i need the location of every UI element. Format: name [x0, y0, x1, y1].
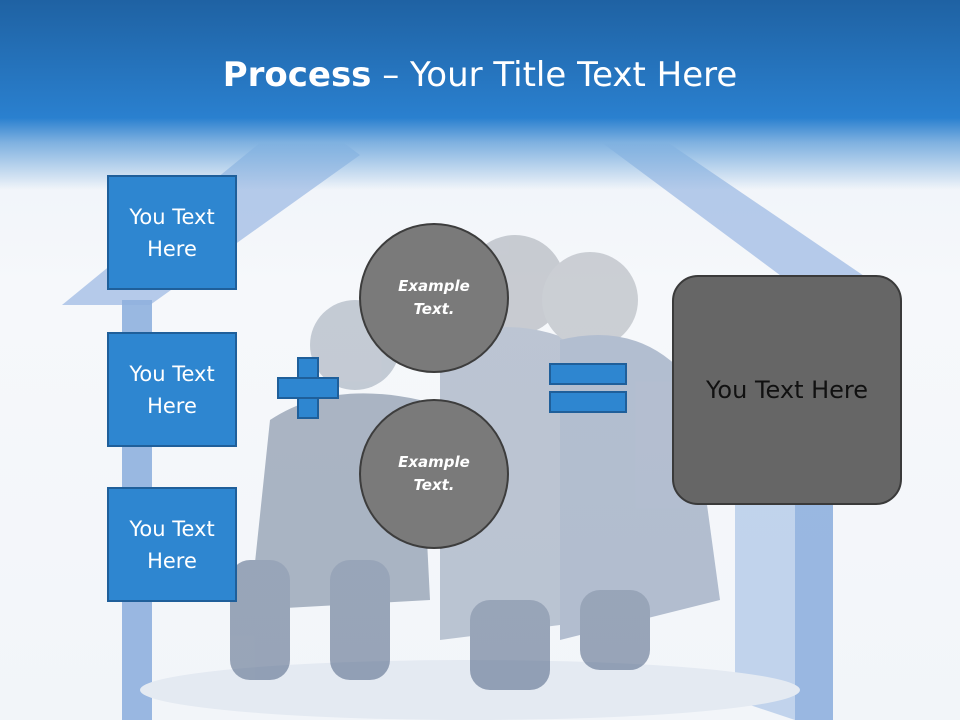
text-box-2: You Text Here — [107, 332, 237, 447]
equals-icon-top-bar — [549, 363, 627, 385]
equals-icon-bottom-bar — [549, 391, 627, 413]
header-band — [0, 0, 960, 190]
plus-icon — [277, 357, 339, 419]
floor-shadow — [140, 660, 800, 720]
text-box-1: You Text Here — [107, 175, 237, 290]
title-bold: Process — [222, 55, 372, 95]
slide-title: Process – Your Title Text Here — [0, 52, 960, 98]
result-box: You Text Here — [672, 275, 902, 505]
title-rest: – Your Title Text Here — [371, 55, 738, 95]
example-circle-1: Example Text. — [359, 223, 509, 373]
text-box-3: You Text Here — [107, 487, 237, 602]
example-circle-2: Example Text. — [359, 399, 509, 549]
